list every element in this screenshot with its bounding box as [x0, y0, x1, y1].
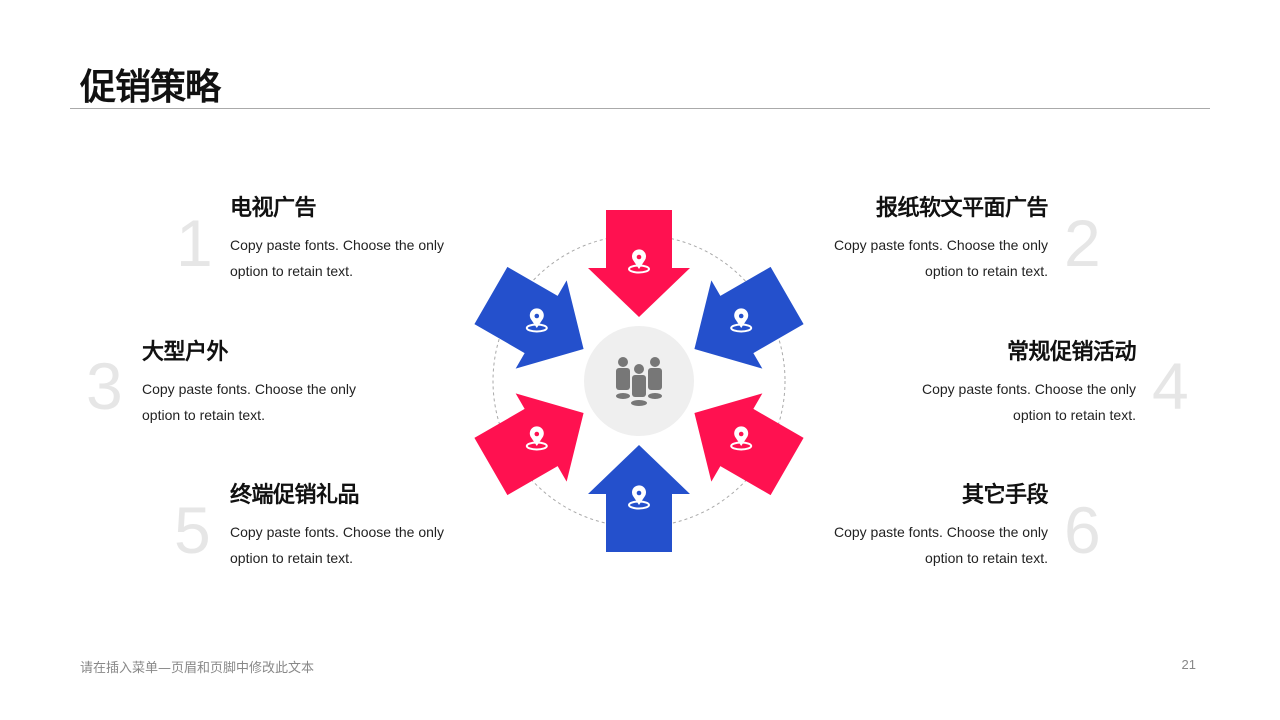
item-number: 3 — [86, 349, 123, 423]
page-number: 21 — [1181, 657, 1196, 672]
location-pin-icon — [525, 308, 548, 333]
location-pin-icon — [628, 485, 650, 510]
item-text: Copy paste fonts. Choose the only option… — [142, 381, 357, 423]
item-text: Copy paste fonts. Choose the only option… — [230, 237, 445, 279]
item-number: 2 — [1064, 206, 1101, 280]
item-number: 5 — [174, 493, 211, 567]
item-title: 报纸软文平面广告 — [875, 196, 1049, 221]
page-title: 促销策略 — [80, 67, 221, 108]
location-pin-icon — [525, 426, 548, 451]
item-title: 大型户外 — [142, 340, 229, 365]
arrow-upper-right — [694, 266, 804, 369]
item-text: Copy paste fonts. Choose the only option… — [833, 524, 1048, 566]
footer-text: 请在插入菜单—页眉和页脚中修改此文本 — [80, 661, 315, 676]
title-divider — [70, 108, 1210, 109]
item-title: 电视广告 — [230, 196, 317, 221]
item-number: 6 — [1064, 493, 1101, 567]
item-title: 常规促销活动 — [1006, 340, 1137, 365]
item-text: Copy paste fonts. Choose the only option… — [921, 381, 1136, 423]
item-number: 4 — [1152, 349, 1189, 423]
people-icon — [616, 357, 662, 406]
location-pin-icon — [730, 426, 753, 451]
location-pin-icon — [730, 308, 753, 333]
item-text: Copy paste fonts. Choose the only option… — [230, 524, 445, 566]
location-pin-icon — [628, 249, 650, 274]
item-text: Copy paste fonts. Choose the only option… — [833, 237, 1048, 279]
item-number: 1 — [176, 206, 213, 280]
item-title: 其它手段 — [961, 483, 1049, 508]
arrow-upper-left — [474, 266, 584, 369]
item-title: 终端促销礼品 — [230, 483, 360, 508]
